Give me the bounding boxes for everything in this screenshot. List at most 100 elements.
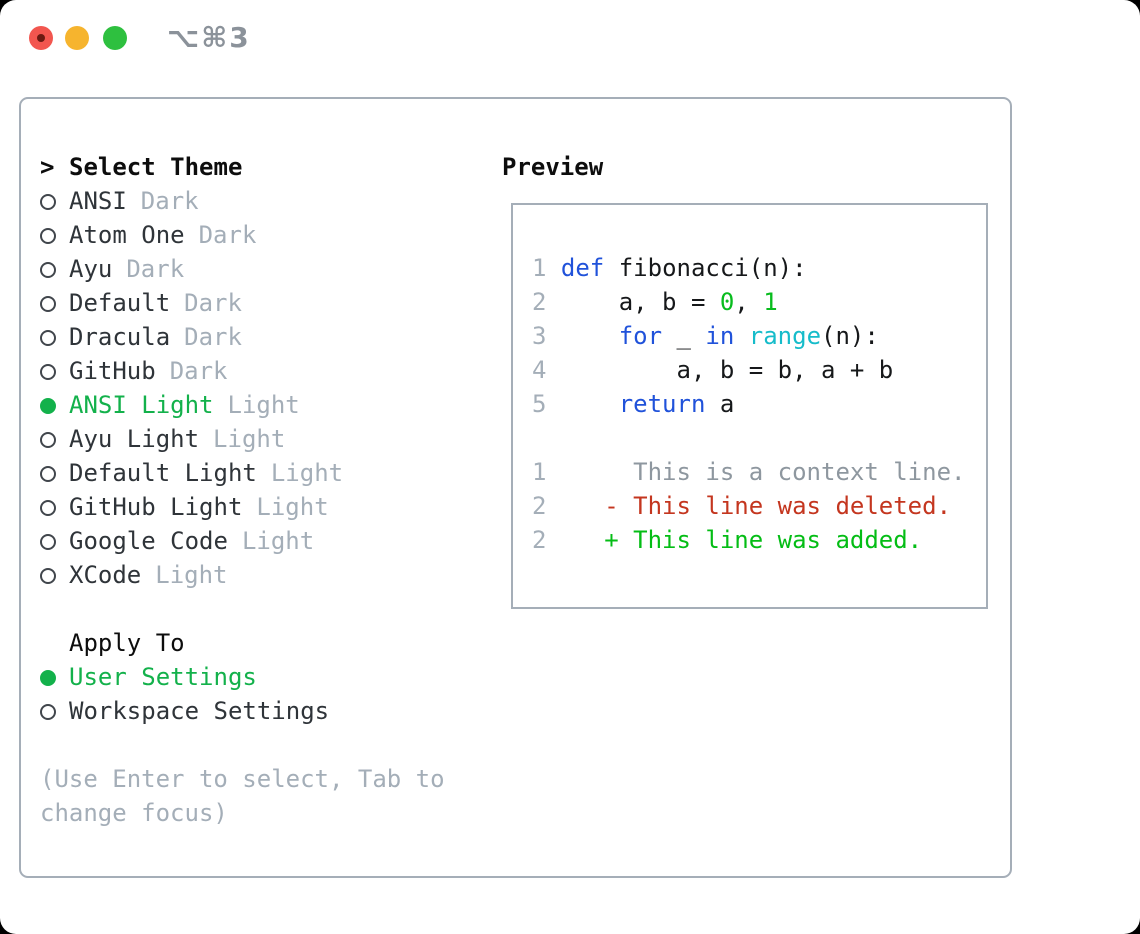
theme-variant-badge: Dark	[198, 221, 257, 249]
radio-off-icon	[40, 704, 56, 720]
line-number: 1	[532, 254, 547, 282]
line-number: 2	[532, 526, 547, 554]
theme-option[interactable]: Dracula Dark	[40, 320, 445, 354]
theme-option[interactable]: GitHub Dark	[40, 354, 445, 388]
theme-option-name: ANSI Light	[69, 391, 214, 419]
code-token: return	[618, 390, 706, 418]
code-token	[546, 322, 618, 350]
code-token: a, b =	[546, 288, 720, 316]
theme-variant-badge: Dark	[126, 255, 185, 283]
radio-off-icon	[40, 330, 56, 346]
radio-on-icon	[40, 398, 56, 414]
code-line: 5 return a	[532, 387, 986, 421]
code-token	[546, 254, 560, 282]
theme-option[interactable]: Google Code Light	[40, 524, 445, 558]
radio-on-icon	[40, 670, 56, 686]
line-number: 3	[532, 322, 547, 350]
code-line: 4 a, b = b, a + b	[532, 353, 986, 387]
radio-off-icon	[40, 500, 56, 516]
theme-variant-badge: Dark	[169, 357, 228, 385]
radio-marker	[40, 694, 69, 728]
radio-marker	[40, 218, 69, 252]
theme-option-name: Dracula	[69, 323, 171, 351]
radio-marker	[40, 524, 69, 558]
radio-marker	[40, 354, 69, 388]
theme-option-name: Ayu	[69, 255, 113, 283]
code-token: (n):	[821, 322, 879, 350]
radio-off-icon	[40, 568, 56, 584]
theme-option-name: GitHub	[69, 357, 156, 385]
theme-option-name: GitHub Light	[69, 493, 243, 521]
code-token	[546, 390, 618, 418]
theme-variant-badge: Light	[213, 425, 286, 453]
help-text-line2: change focus)	[40, 799, 228, 827]
apply-to-header: Apply To	[40, 626, 445, 660]
radio-marker	[40, 184, 69, 218]
line-number: 5	[532, 390, 547, 418]
theme-option[interactable]: GitHub Light Light	[40, 490, 445, 524]
apply-to-option-label: Workspace Settings	[69, 697, 330, 725]
preview-title: Preview	[502, 153, 604, 181]
code-line: 1 This is a context line.	[532, 455, 986, 489]
theme-option[interactable]: ANSI Dark	[40, 184, 445, 218]
radio-off-icon	[40, 194, 56, 210]
theme-option[interactable]: Atom One Dark	[40, 218, 445, 252]
code-token	[546, 492, 604, 520]
code-line: 2 a, b = 0, 1	[532, 285, 986, 319]
radio-marker	[40, 388, 69, 422]
focus-arrow-icon: >	[40, 153, 55, 181]
theme-option-name: Ayu Light	[69, 425, 200, 453]
line-number: 2	[532, 492, 547, 520]
apply-to-option-label: User Settings	[69, 663, 257, 691]
code-token: - This line was deleted.	[604, 492, 952, 520]
close-button[interactable]	[29, 26, 53, 50]
theme-option[interactable]: Ayu Light Light	[40, 422, 445, 456]
radio-marker	[40, 558, 69, 592]
theme-option-name: Google Code	[69, 527, 228, 555]
theme-option[interactable]: Ayu Dark	[40, 252, 445, 286]
code-token: 0	[719, 288, 735, 316]
theme-variant-badge: Light	[256, 493, 329, 521]
theme-option-name: ANSI	[69, 187, 127, 215]
help-text-line1: (Use Enter to select, Tab to	[40, 765, 445, 793]
theme-list-header: >Select Theme	[40, 150, 445, 184]
code-token: This is a context line.	[546, 458, 966, 486]
code-token: a	[705, 390, 735, 418]
line-number: 2	[532, 288, 547, 316]
code-token: range	[748, 322, 822, 350]
zoom-button[interactable]	[103, 26, 127, 50]
code-token: + This line was added.	[604, 526, 923, 554]
theme-option-name: Default Light	[69, 459, 257, 487]
theme-variant-badge: Dark	[184, 323, 242, 351]
theme-variant-badge: Light	[227, 391, 300, 419]
minimize-button[interactable]	[65, 26, 89, 50]
theme-option-name: Default	[69, 289, 171, 317]
code-token: def	[560, 254, 605, 282]
theme-variant-badge: Dark	[140, 187, 199, 215]
radio-off-icon	[40, 262, 56, 278]
code-token: 1	[763, 288, 778, 316]
code-token: _	[662, 322, 706, 350]
window-shortcut-label: ⌥⌘3	[167, 21, 251, 54]
radio-marker	[40, 660, 69, 694]
code-line: 2 - This line was deleted.	[532, 489, 986, 523]
code-token: a, b = b, a + b	[546, 356, 894, 384]
theme-variant-badge: Light	[241, 527, 315, 555]
code-line: 1 def fibonacci(n):	[532, 251, 986, 285]
radio-off-icon	[40, 432, 56, 448]
apply-to-option[interactable]: Workspace Settings	[40, 694, 445, 728]
line-number: 1	[532, 458, 547, 486]
radio-marker	[40, 252, 69, 286]
theme-option[interactable]: ANSI Light Light	[40, 388, 445, 422]
apply-to-header-label: Apply To	[69, 629, 185, 657]
theme-option-name: Atom One	[69, 221, 185, 249]
apply-to-option[interactable]: User Settings	[40, 660, 445, 694]
code-line: 2 + This line was added.	[532, 523, 986, 557]
code-token: in	[705, 322, 735, 350]
